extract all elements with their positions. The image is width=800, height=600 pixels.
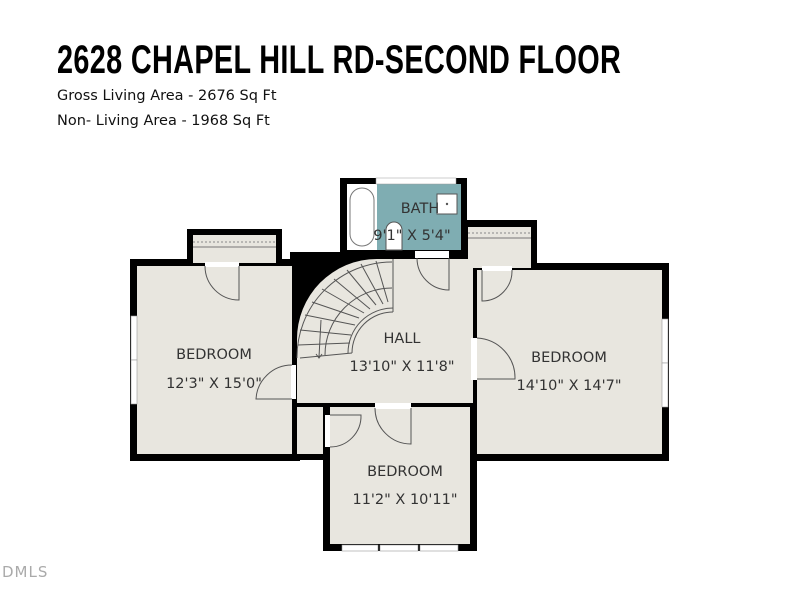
bedroom-right-floor [477,270,662,454]
window-left-1 [130,315,138,361]
hall-name: HALL [384,331,421,347]
bedroom-left-name: BEDROOM [176,347,252,363]
closet-small-floor [297,407,323,454]
bath-name: BATH [401,201,440,217]
window-left-2 [130,359,138,405]
window-bottom-2 [379,544,419,552]
non-living-area: Non- Living Area - 1968 Sq Ft [57,113,270,129]
bedroom-right-dims: 14'10" X 14'7" [516,378,621,394]
hall-dims: 13'10" X 11'8" [349,359,454,375]
bedroom-bottom-floor [330,407,470,544]
door-bedroom-right-closet[interactable] [481,266,513,302]
gross-living-area: Gross Living Area - 2676 Sq Ft [57,88,277,104]
window-bottom-3 [419,544,459,552]
closet-left-floor [193,235,276,263]
closet-right-floor [468,227,531,268]
door-bedroom-left-closet[interactable] [204,262,240,301]
door-bedroom-right[interactable] [471,337,516,380]
window-bottom-1 [341,544,379,552]
bedroom-bottom-dims: 11'2" X 10'11" [352,492,457,508]
bedroom-left-dims: 12'3" X 15'0" [166,376,262,392]
hall-floor [296,259,473,403]
window-right-1 [661,318,669,364]
window-right-2 [661,362,669,408]
toilet-icon [385,221,403,251]
door-bedroom-left[interactable] [255,364,296,400]
bathtub-icon [349,187,375,247]
staircase [296,259,394,359]
doors [204,251,516,448]
bedroom-right-name: BEDROOM [531,350,607,366]
door-bath[interactable] [415,251,450,291]
bedroom-left-floor [137,266,292,454]
door-small-closet[interactable] [325,414,362,448]
bath-window [375,177,457,185]
watermark: DMLS [2,563,49,581]
bath-fixtures [347,177,458,251]
door-bedroom-bottom[interactable] [374,403,412,445]
bath-dims: 9'1" X 5'4" [373,228,450,244]
windows [130,315,669,552]
bedroom-bottom-name: BEDROOM [367,464,443,480]
